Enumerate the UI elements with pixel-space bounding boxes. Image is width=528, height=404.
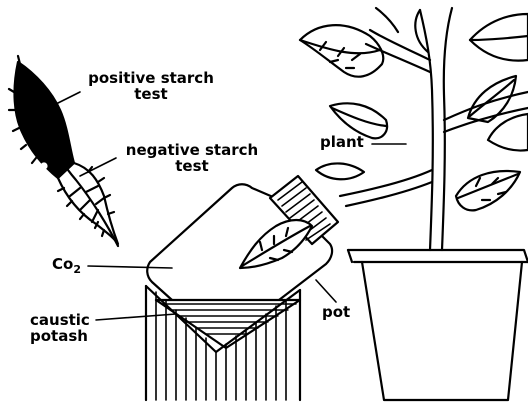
plant-pot [348, 250, 528, 400]
label-negative-line2: test [114, 158, 270, 174]
leader-caustic [96, 314, 176, 320]
label-positive-starch-test: positive starch test [76, 70, 226, 102]
leader-negative [80, 158, 116, 176]
leader-pot [316, 280, 336, 302]
label-co2: Co2 [52, 256, 81, 278]
label-plant: plant [320, 134, 364, 150]
label-pot: pot [322, 304, 350, 320]
label-co2-subscript: 2 [73, 263, 81, 276]
label-negative-starch-test: negative starch test [114, 142, 270, 174]
label-negative-line1: negative starch [114, 142, 270, 158]
label-positive-line1: positive starch [76, 70, 226, 86]
plant-drawing [300, 8, 528, 250]
label-positive-line2: test [76, 86, 226, 102]
label-caustic-line1: caustic [30, 312, 90, 328]
label-co2-text: Co [52, 255, 73, 273]
label-caustic-line2: potash [30, 328, 90, 344]
label-caustic-potash: caustic potash [30, 312, 90, 344]
leader-co2 [88, 266, 172, 268]
